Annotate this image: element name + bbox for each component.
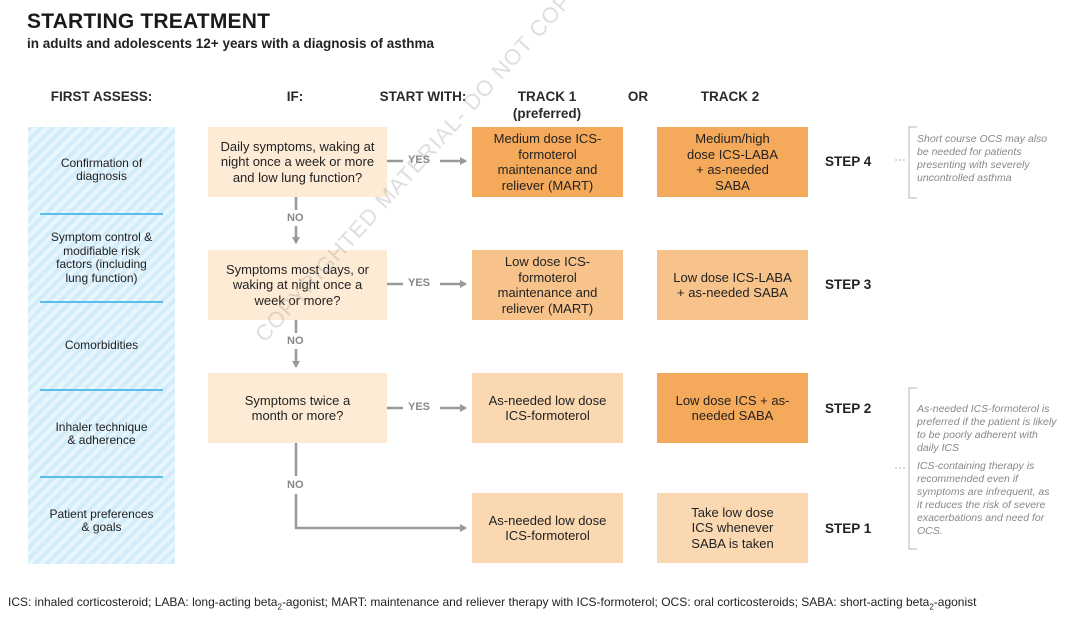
track2-step1: Take low dose ICS whenever SABA is taken — [657, 493, 808, 563]
yes-label: YES — [408, 154, 431, 166]
note-step4: Short course OCS may also be needed for … — [917, 133, 1048, 184]
track2-step3: Low dose ICS-LABA + as-needed SABA — [657, 250, 808, 320]
question-box-step2: Symptoms twice a month or more? — [208, 373, 387, 443]
page-subtitle: in adults and adolescents 12+ years with… — [27, 36, 435, 51]
note-step2-adherence: As-needed ICS-formoterol is preferred if… — [917, 403, 1057, 454]
note-step2-ics: ICS-containing therapy is recommended ev… — [917, 460, 1050, 537]
assess-item: Patient preferences & goals — [49, 506, 154, 534]
assess-divider — [40, 301, 163, 303]
header-if: IF: — [286, 89, 304, 104]
step-label-2: STEP 2 — [825, 401, 872, 416]
first-assess-panel: Confirmation of diagnosis Symptom contro… — [28, 127, 175, 564]
question-box-step3: Symptoms most days, or waking at night o… — [208, 250, 387, 320]
track1-step3: Low dose ICS-formoterol maintenance and … — [472, 250, 623, 320]
step-label-3: STEP 3 — [825, 277, 872, 292]
step-label-1: STEP 1 — [825, 521, 872, 536]
assess-item: Inhaler technique & adherence — [55, 419, 148, 447]
yes-label: YES — [408, 277, 431, 289]
track2-step2: Low dose ICS + as-needed SABA — [657, 373, 808, 443]
yes-label: YES — [408, 401, 431, 413]
assess-item: Symptom control & modifiable risk factor… — [50, 230, 153, 285]
question-box-step4: Daily symptoms, waking at night once a w… — [208, 127, 387, 197]
header-track1-preferred: (preferred) — [512, 106, 582, 121]
header-or: OR — [627, 89, 649, 104]
no-label: NO — [287, 212, 304, 224]
header-track1: TRACK 1 — [517, 89, 577, 104]
track2-step4: Medium/high dose ICS-LABA + as-needed SA… — [657, 127, 808, 197]
track1-step2: As-needed low dose ICS-formoterol — [472, 373, 623, 443]
header-first-assess: FIRST ASSESS: — [50, 89, 153, 104]
assess-divider — [40, 389, 163, 391]
assess-item: Confirmation of diagnosis — [60, 155, 143, 183]
track1-step4: Medium dose ICS-formoterol maintenance a… — [472, 127, 623, 197]
no-label: NO — [287, 335, 304, 347]
abbreviations-footnote: ICS: inhaled corticosteroid; LABA: long-… — [8, 595, 977, 612]
assess-divider — [40, 476, 163, 478]
no-label: NO — [287, 479, 304, 491]
page-title: STARTING TREATMENT — [27, 10, 271, 33]
track1-step1: As-needed low dose ICS-formoterol — [472, 493, 623, 563]
header-track2: TRACK 2 — [700, 89, 760, 104]
assess-divider — [40, 213, 163, 215]
step-label-4: STEP 4 — [825, 154, 872, 169]
header-start-with: START WITH: — [379, 89, 467, 104]
assess-item: Comorbidities — [64, 338, 139, 353]
